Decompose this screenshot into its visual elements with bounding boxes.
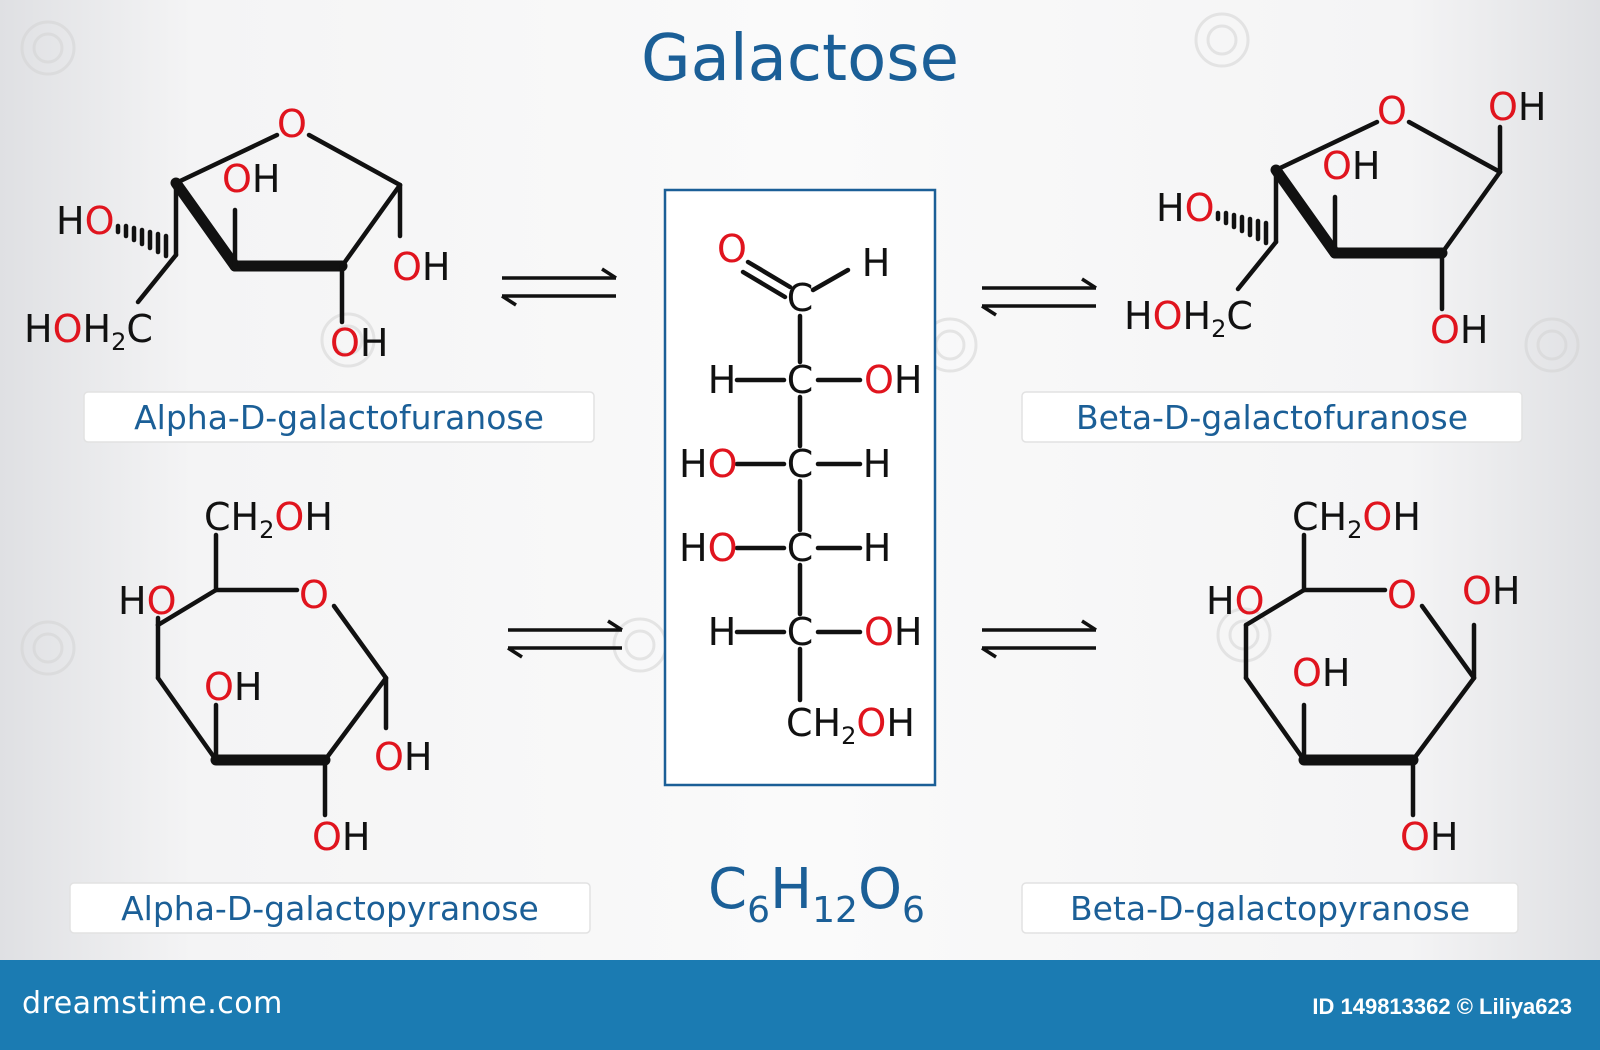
svg-text:OH: OH bbox=[1292, 651, 1351, 695]
hydroxyl-group: OH bbox=[392, 245, 451, 289]
svg-text:OH: OH bbox=[374, 735, 433, 779]
carbon-2: C bbox=[787, 358, 814, 402]
hydroxyl-group: OH bbox=[1488, 85, 1547, 129]
ring-oxygen: O bbox=[277, 102, 307, 146]
ring-oxygen: O bbox=[1377, 89, 1407, 133]
beta-galactopyranose-structure: O CH2OH HO OH OH OH bbox=[1206, 495, 1521, 859]
svg-text:HOH2C: HOH2C bbox=[24, 307, 153, 356]
hydrogen: H bbox=[863, 442, 892, 486]
hydroxyl-group: HO bbox=[118, 579, 177, 623]
equilibrium-arrow-icon bbox=[981, 619, 1097, 659]
aldehyde-oxygen: O bbox=[717, 227, 747, 271]
svg-text:HO: HO bbox=[1156, 186, 1215, 230]
galactose-diagram: Galactose O OH OH OH bbox=[20, 12, 1580, 934]
svg-text:OH: OH bbox=[204, 665, 263, 709]
svg-text:OH: OH bbox=[392, 245, 451, 289]
label-alpha-galactopyranose: Alpha-D-galactopyranose bbox=[121, 889, 539, 928]
footer-bar: dreamstime.com ID 149813362 © Liliya623 bbox=[0, 960, 1600, 1050]
svg-text:HOH2C: HOH2C bbox=[1124, 294, 1253, 343]
hydrogen: H bbox=[863, 526, 892, 570]
svg-text:OH: OH bbox=[222, 157, 281, 201]
carbon-1: C bbox=[787, 276, 814, 320]
carbon-3: C bbox=[787, 442, 814, 486]
hashed-wedge-bond bbox=[115, 223, 169, 259]
equilibrium-arrow-icon bbox=[507, 619, 623, 659]
hydroxyl-group: HO bbox=[679, 442, 738, 486]
hydroxyl-group: HO bbox=[1156, 186, 1215, 230]
hydrogen: H bbox=[708, 610, 737, 654]
svg-text:OH: OH bbox=[1462, 569, 1521, 613]
label-beta-galactopyranose: Beta-D-galactopyranose bbox=[1070, 889, 1470, 928]
hashed-wedge-bond bbox=[1215, 210, 1269, 246]
hydroxymethyl-group: CH2OH bbox=[1292, 495, 1421, 544]
carbon-4: C bbox=[787, 526, 814, 570]
beta-galactofuranose-structure: O OH OH OH HO HOH2C bbox=[1124, 85, 1547, 352]
aldehyde-hydrogen: H bbox=[862, 241, 891, 285]
molecular-formula: C6H12O6 bbox=[708, 857, 925, 931]
hydroxyl-group: OH bbox=[864, 610, 923, 654]
svg-text:CH2OH: CH2OH bbox=[1292, 495, 1421, 544]
svg-text:OH: OH bbox=[312, 815, 371, 859]
svg-text:HO: HO bbox=[679, 442, 738, 486]
hydroxyl-group: HO bbox=[679, 526, 738, 570]
ring-oxygen: O bbox=[1387, 573, 1417, 617]
ring-oxygen: O bbox=[299, 573, 329, 617]
alpha-galactofuranose-structure: O OH OH OH HO HOH2C bbox=[24, 102, 451, 365]
brand-logo[interactable]: dreamstime.com bbox=[22, 986, 283, 1021]
svg-text:CH2OH: CH2OH bbox=[204, 495, 333, 544]
open-chain-structure: O H C C H OH C HO H C HO H C H OH CH2OH bbox=[679, 227, 923, 750]
svg-text:CH2OH: CH2OH bbox=[786, 701, 915, 750]
hydroxyl-group: OH bbox=[864, 358, 923, 402]
hydroxyl-group: OH bbox=[1292, 651, 1351, 695]
equilibrium-arrow-icon bbox=[501, 267, 617, 307]
hydroxyl-group: HO bbox=[1206, 579, 1265, 623]
svg-text:OH: OH bbox=[1322, 144, 1381, 188]
hydroxymethyl-group: HOH2C bbox=[24, 307, 153, 356]
svg-text:OH: OH bbox=[1400, 815, 1459, 859]
svg-text:HO: HO bbox=[679, 526, 738, 570]
carbon-5: C bbox=[787, 610, 814, 654]
hydroxymethyl-group: CH2OH bbox=[786, 701, 915, 750]
svg-text:OH: OH bbox=[864, 358, 923, 402]
hydroxyl-group: OH bbox=[1322, 144, 1381, 188]
alpha-galactopyranose-structure: O CH2OH HO OH OH OH bbox=[118, 495, 433, 859]
hydrogen: H bbox=[708, 358, 737, 402]
image-credit: ID 149813362 © Liliya623 bbox=[1312, 994, 1572, 1019]
hydroxyl-group: OH bbox=[222, 157, 281, 201]
svg-text:OH: OH bbox=[1488, 85, 1547, 129]
hydroxyl-group: OH bbox=[1430, 308, 1489, 352]
equilibrium-arrow-icon bbox=[981, 277, 1097, 317]
hydroxyl-group: OH bbox=[330, 321, 389, 365]
hydroxyl-group: HO bbox=[56, 199, 115, 243]
svg-text:OH: OH bbox=[864, 610, 923, 654]
hydroxymethyl-group: HOH2C bbox=[1124, 294, 1253, 343]
hydroxyl-group: OH bbox=[1462, 569, 1521, 613]
hydroxyl-group: OH bbox=[1400, 815, 1459, 859]
hydroxyl-group: OH bbox=[204, 665, 263, 709]
hydroxyl-group: OH bbox=[312, 815, 371, 859]
label-alpha-galactofuranose: Alpha-D-galactofuranose bbox=[134, 398, 544, 437]
svg-text:HO: HO bbox=[1206, 579, 1265, 623]
svg-text:HO: HO bbox=[118, 579, 177, 623]
svg-text:OH: OH bbox=[1430, 308, 1489, 352]
label-beta-galactofuranose: Beta-D-galactofuranose bbox=[1076, 398, 1468, 437]
page-title: Galactose bbox=[641, 22, 959, 96]
svg-text:OH: OH bbox=[330, 321, 389, 365]
svg-text:HO: HO bbox=[56, 199, 115, 243]
hydroxyl-group: OH bbox=[374, 735, 433, 779]
hydroxymethyl-group: CH2OH bbox=[204, 495, 333, 544]
